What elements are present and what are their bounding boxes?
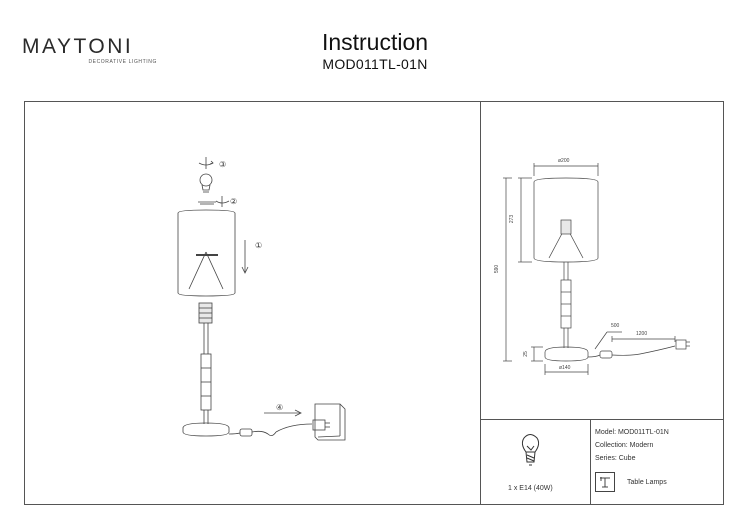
spec-model: Model: MOD011TL-01N xyxy=(595,429,669,436)
frame-divider-vertical xyxy=(480,101,481,505)
dim-base-diameter: ø140 xyxy=(559,365,571,371)
brand-logo: MAYTONI DECORATIVE LIGHTING xyxy=(22,36,157,65)
spec-collection: Collection: Modern xyxy=(595,442,654,449)
page-title: Instruction xyxy=(321,29,429,55)
spec-category: Table Lamps xyxy=(627,479,667,486)
bulb-spec: 1 x E14 (40W) xyxy=(508,485,553,492)
spec-series: Series: Cube xyxy=(595,455,636,462)
dim-plug-cable: 1200 xyxy=(636,331,648,337)
bulb-icon xyxy=(199,173,213,193)
table-lamp-icon xyxy=(595,472,615,492)
step-label-1: ① xyxy=(255,241,263,250)
rotate-icon-step3 xyxy=(198,157,214,169)
shade-ring-step2 xyxy=(198,196,230,207)
right-arrow-step4 xyxy=(264,409,302,417)
page-model: MOD011TL-01N xyxy=(322,56,428,72)
brand-name: MAYTONI xyxy=(22,35,134,58)
drawing-frame xyxy=(24,101,724,505)
down-arrow-step1 xyxy=(241,240,249,274)
frame-divider-horizontal xyxy=(480,419,724,420)
step-label-2: ② xyxy=(230,197,238,206)
step-label-4: ④ xyxy=(276,403,284,412)
dim-shade-diameter: ø200 xyxy=(558,158,570,164)
dim-switch-cable: 500 xyxy=(611,323,620,329)
spec-divider xyxy=(590,419,591,505)
brand-tagline: DECORATIVE LIGHTING xyxy=(88,59,157,65)
step-label-3: ③ xyxy=(219,160,227,169)
lamp-shade xyxy=(177,209,236,297)
